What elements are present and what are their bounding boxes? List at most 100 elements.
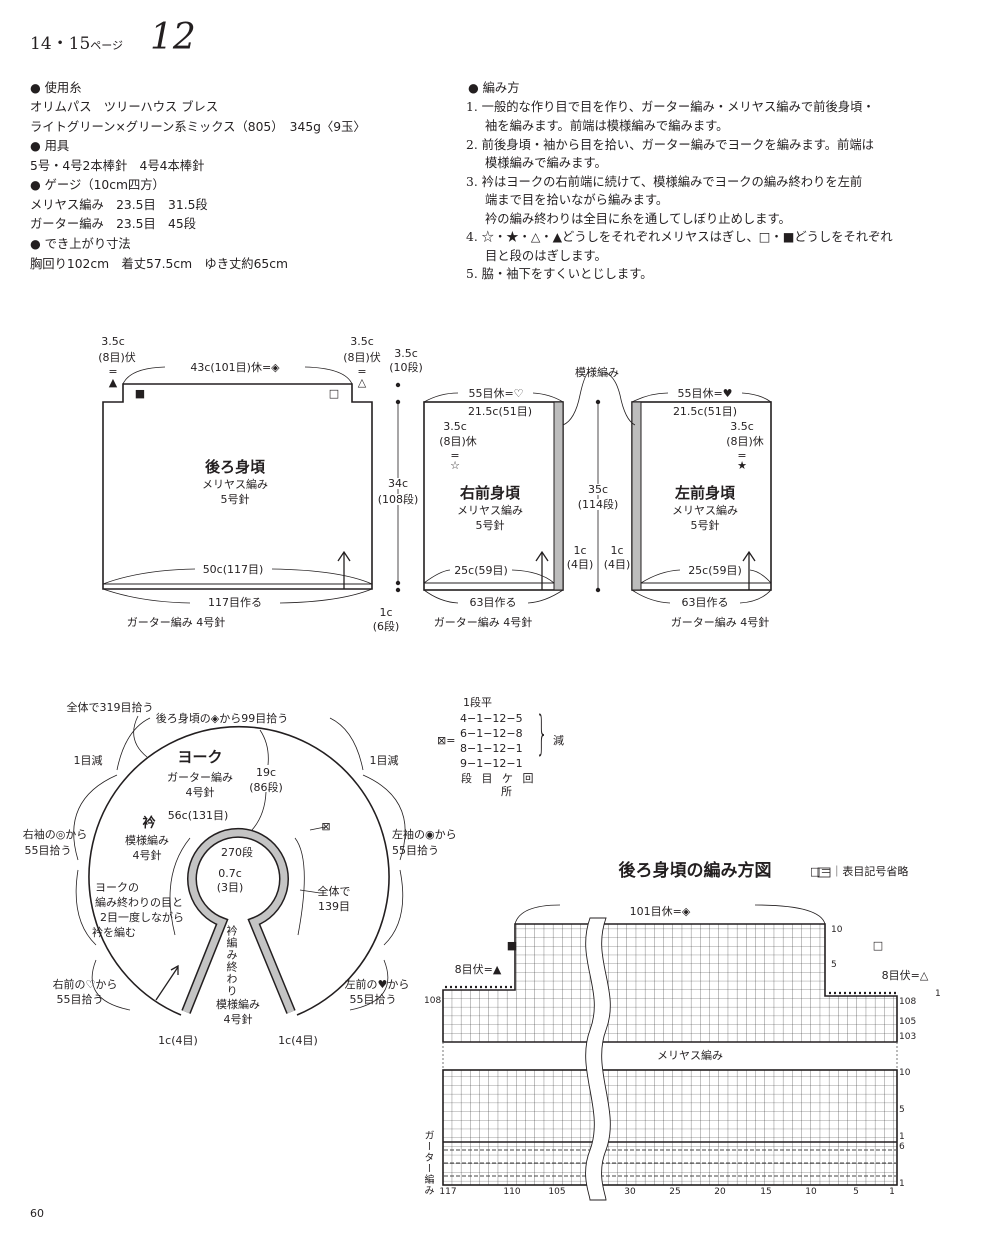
row-number: 1 <box>899 1132 905 1142</box>
dimension-label: 1c <box>379 606 393 619</box>
yoke-note: 2目一度しながら <box>100 911 184 924</box>
yarn-line: オリムパス ツリーハウス ブレス <box>30 100 219 114</box>
stitch-number: 30 <box>624 1187 636 1197</box>
width-label: 21.5c(51目) <box>467 405 533 418</box>
instruction-line: 3. 衿はヨークの右前端に続けて、模様編みでヨークの編み終わりを左前 <box>466 175 863 189</box>
gauge-heading: ● ゲージ（10cm四方） <box>30 178 165 192</box>
pattern-number: 12 <box>150 17 196 58</box>
chart-title: 後ろ身頃の編み方図 <box>618 861 772 881</box>
stitch-label: メリヤス編み <box>672 504 738 517</box>
size-line: 胸回り102cm 着丈57.5cm ゆき丈約65cm <box>30 257 288 271</box>
needle-label: 5号針 <box>690 519 720 532</box>
width-label: 50c(117目) <box>202 563 264 576</box>
instructions-heading: ● 編み方 <box>468 81 520 95</box>
dimension-label: 3.5c <box>443 420 467 433</box>
equals-label: = <box>737 449 747 462</box>
yoke-outline <box>88 725 390 1016</box>
piece-title: 衿 <box>142 816 156 831</box>
needle-label: 4号針 <box>132 849 162 862</box>
yoke-label: 55目拾う <box>392 844 439 857</box>
band-label: ガーター編み 4号針 <box>126 616 226 629</box>
decrease-symbol-label: ⊠= <box>437 734 456 747</box>
decrease-label: 減 <box>553 734 564 747</box>
column-labels: 段 目 ケ 回 <box>461 772 534 785</box>
piece-title: ヨーク <box>177 748 223 766</box>
brace-icon: } <box>536 706 548 760</box>
yoke-label: 55目拾う <box>24 844 72 857</box>
yoke-label: 139目 <box>318 900 350 913</box>
square-open-icon: □ <box>328 387 340 400</box>
size-heading: ● でき上がり寸法 <box>30 237 131 251</box>
yoke-label: 1目減 <box>369 754 399 767</box>
triangle-filled-icon: ▲ <box>108 376 118 389</box>
yoke-note: 衿を編む <box>92 926 136 939</box>
stitch-label: 模様編み <box>216 998 260 1011</box>
table-row: 6−1−12−8 <box>460 727 523 740</box>
instruction-line: 4. ☆・★・△・▲どうしをそれぞれメリヤスはぎし、□・■どうしをそれぞれ <box>466 230 893 244</box>
dimension-label: 1c(4目) <box>278 1034 318 1047</box>
row-number: 105 <box>899 1017 917 1027</box>
equals-label: = <box>450 449 460 462</box>
piece-title: 左前身頃 <box>674 484 736 502</box>
row-number: 6 <box>899 1142 905 1152</box>
yoke-label: 55目拾う <box>349 993 397 1006</box>
top-label: 55目休=♡ <box>468 387 524 400</box>
instruction-line: 衿の編み終わりは全目に糸を通してしぼり止めします。 <box>485 212 791 226</box>
cast-on-label: 63目作る <box>469 596 517 609</box>
instruction-line: 1. 一般的な作り目で目を作り、ガーター編み・メリヤス編みで前後身頃・ <box>466 100 875 114</box>
stitch-label: メリヤス編み <box>202 478 268 491</box>
dimension-label: 3.5c <box>394 347 418 360</box>
gauge-line: メリヤス編み 23.5目 31.5段 <box>30 198 208 212</box>
stitch-number: 15 <box>760 1187 772 1197</box>
stitch-number: 25 <box>669 1187 681 1197</box>
front-band-pattern-label: 模様編み <box>575 366 619 379</box>
stitch-label: ガーター編み <box>167 771 233 784</box>
row-number: 108 <box>424 996 442 1006</box>
page-ref-number: 14・15 <box>30 34 91 54</box>
gauge-line: ガーター編み 23.5目 45段 <box>30 217 196 231</box>
piece-title: 後ろ身頃 <box>204 458 266 476</box>
chart-break-wave <box>585 917 611 1201</box>
dimension-label: 0.7c <box>218 867 242 880</box>
cast-on-label: 117目作る <box>208 596 262 609</box>
yoke-label: 右袖の◎から <box>22 828 88 841</box>
stitch-number: 105 <box>548 1187 566 1197</box>
decrease-symbol-icon: ⊠ <box>321 820 331 833</box>
dimension-label: 19c <box>255 766 277 779</box>
dimension-label: (8目)伏 <box>98 351 136 364</box>
yoke-label: 全体で319目拾う <box>66 701 154 714</box>
stitch-label: メリヤス編み <box>457 504 523 517</box>
tools-line: 5号・4号2本棒針 4号4本棒針 <box>30 159 205 173</box>
knitting-chart-grid <box>442 867 898 1201</box>
square-filled-icon: ■ <box>506 939 518 952</box>
dimension-label: (8目)休 <box>726 435 764 448</box>
top-label: 55目休=♥ <box>677 387 733 400</box>
row-number: 1 <box>899 1179 905 1189</box>
dimension-label: (8目)休 <box>439 435 477 448</box>
dimension-label: 3.5c <box>350 335 374 348</box>
table-row: 1段平 <box>463 696 492 709</box>
yoke-label: 1目減 <box>73 754 103 767</box>
band-label: ガーター編み 4号針 <box>670 616 770 629</box>
stitch-number: 10 <box>805 1187 817 1197</box>
bind-off-label: 8目伏=△ <box>881 969 929 982</box>
width-label: 25c(59目) <box>454 564 508 577</box>
table-row: 8−1−12−1 <box>460 742 523 755</box>
page-number: 60 <box>30 1207 44 1220</box>
band-label: ガーター編み <box>422 1130 433 1196</box>
instruction-line: 端まで目を拾いながら編みます。 <box>485 193 669 207</box>
yoke-label: 左袖の◉から <box>392 828 457 841</box>
dimension-label: 1c <box>573 544 587 557</box>
piece-title: 右前身頃 <box>459 484 521 502</box>
instruction-line: 5. 脇・袖下をすくいとじします。 <box>466 267 653 281</box>
dimension-label: (4目) <box>566 558 594 571</box>
row-number: 10 <box>899 1068 911 1078</box>
stitch-number: 1 <box>889 1187 895 1197</box>
height-label: (108段) <box>377 493 419 506</box>
stitch-number: 20 <box>714 1187 726 1197</box>
collar-end-label: 衿編み終わり <box>225 925 238 997</box>
dimension-label: 1c <box>610 544 624 557</box>
column-label: 所 <box>501 785 512 798</box>
yoke-note: 編み終わりの目と <box>95 896 183 909</box>
instruction-line: 目と段のはぎします。 <box>485 249 607 263</box>
